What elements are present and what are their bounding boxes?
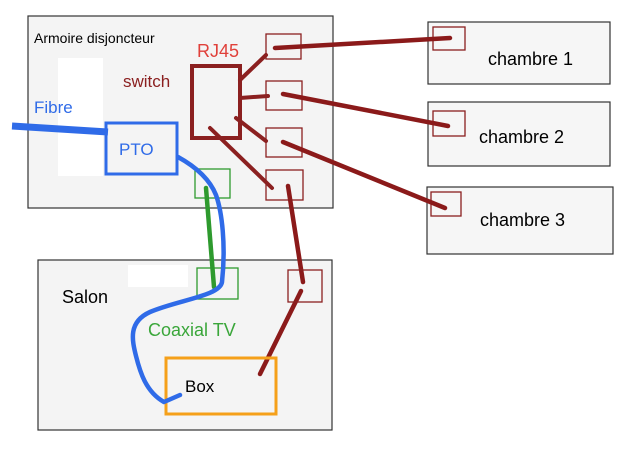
coax-cable — [203, 185, 217, 290]
cable-salon-riser — [285, 183, 306, 285]
salon-room: Salon — [37, 259, 333, 431]
chambre-2-room: chambre 2 — [427, 101, 611, 167]
fibre-cable — [11, 122, 109, 136]
cable-chambre-1 — [272, 35, 453, 51]
chambre-1-label: chambre 1 — [488, 49, 573, 69]
pto-box-cable — [130, 154, 226, 405]
chambre-1-room: chambre 1 — [427, 21, 611, 85]
chambre-2-label: chambre 2 — [479, 127, 564, 147]
panel-blank-area — [58, 58, 103, 176]
rj45-port-4 — [265, 169, 304, 201]
armoire-label: Armoire disjoncteur — [34, 30, 155, 46]
chambre-3-room: chambre 3 — [426, 186, 614, 255]
switch-box: switch — [123, 64, 242, 140]
rj45-label: RJ45 — [197, 41, 239, 61]
salon-coax-socket — [196, 267, 239, 300]
switch-label: switch — [123, 72, 170, 91]
room-cables — [257, 35, 453, 377]
armoire-panel: Armoire disjoncteur — [27, 15, 334, 209]
box-label: Box — [185, 377, 215, 396]
salon-blank-area — [128, 265, 188, 287]
cable-chambre-2 — [280, 91, 451, 129]
cable-salon-box — [257, 288, 304, 377]
internet-box: Box — [164, 356, 278, 416]
switch-patch-cables — [208, 53, 274, 190]
pto-label: PTO — [119, 140, 154, 159]
salon-label: Salon — [62, 287, 108, 307]
coax-label: Coaxial TV — [148, 320, 236, 340]
chambre-3-label: chambre 3 — [480, 210, 565, 230]
cable-chambre-3 — [280, 139, 448, 211]
pto-box: PTO — [104, 121, 179, 176]
fibre-label: Fibre — [34, 98, 73, 117]
salon-rj45-socket — [287, 269, 323, 303]
panel-coax-socket — [194, 168, 231, 199]
